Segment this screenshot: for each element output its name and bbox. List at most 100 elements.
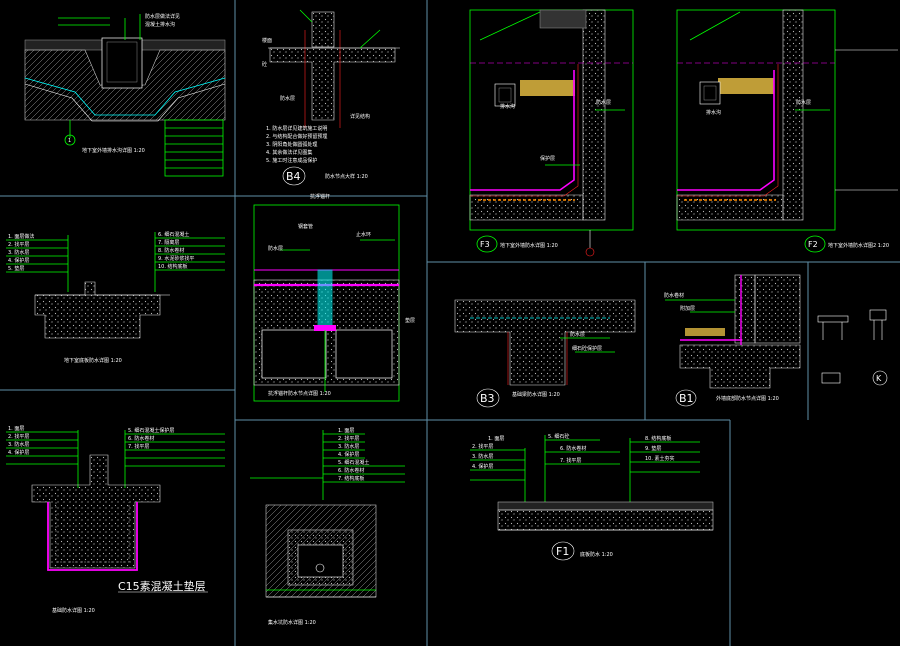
svg-text:抗浮锚杆防水节点详图 1:20: 抗浮锚杆防水节点详图 1:20 (268, 390, 331, 397)
svg-text:地下室底板防水详图 1:20: 地下室底板防水详图 1:20 (64, 357, 122, 364)
svg-text:1. 防水层详见建筑施工说明: 1. 防水层详见建筑施工说明 (266, 125, 327, 132)
svg-text:9. 垫层: 9. 垫层 (645, 445, 661, 452)
detail-sump-pit: 1. 面层 2. 找平层 3. 防水层 4. 保护层 5. 细石混凝土 6. 防… (250, 428, 405, 626)
detail-1-spec-table (164, 119, 224, 177)
detail-b3-marker-circle (476, 388, 500, 408)
svg-text:防水卷材: 防水卷材 (664, 292, 684, 299)
detail-pile-cap-section: 抗浮锚杆 钢套管 止水环 防水层 垫层 抗浮锚杆防水节点详图 1:20 (253, 193, 415, 402)
svg-text:7. 找平层: 7. 找平层 (128, 443, 149, 450)
svg-text:10. 结构底板: 10. 结构底板 (158, 263, 188, 270)
svg-text:4. 保护层: 4. 保护层 (8, 257, 29, 264)
svg-text:抗浮锚杆: 抗浮锚杆 (310, 193, 330, 200)
svg-text:防水层: 防水层 (280, 95, 295, 102)
svg-text:5. 细石砼: 5. 细石砼 (548, 433, 569, 440)
svg-text:3. 防水层: 3. 防水层 (338, 443, 359, 450)
svg-text:2. 找平层: 2. 找平层 (8, 241, 29, 248)
detail-f1-floor-slab: 1. 面层 2. 找平层 3. 防水层 4. 保护层 5. 细石砼 6. 防水卷… (470, 433, 714, 561)
svg-text:6. 防水卷材: 6. 防水卷材 (338, 467, 364, 474)
svg-text:垫层: 垫层 (405, 317, 415, 324)
svg-text:地下室外墙防水详图2 1:20: 地下室外墙防水详图2 1:20 (828, 242, 889, 249)
svg-text:排水沟: 排水沟 (500, 103, 515, 110)
detail-f2-marker: F2 (808, 240, 818, 249)
detail-1-trench-section: 防水层做法详见 混凝土排水沟 1 地下室外墙排水沟详图 1:20 (24, 13, 226, 177)
detail-b4-marker: B4 (286, 170, 301, 183)
detail-f3-marker-circle (476, 235, 498, 253)
detail-f3-marker: F3 (480, 240, 490, 249)
svg-text:9. 水泥砂浆找平: 9. 水泥砂浆找平 (158, 255, 194, 262)
svg-text:3. 防水层: 3. 防水层 (8, 249, 29, 256)
svg-text:外墙底部防水节点详图 1:20: 外墙底部防水节点详图 1:20 (716, 395, 779, 402)
svg-text:7. 隔离层: 7. 隔离层 (158, 239, 179, 246)
detail-b1-marker-circle (675, 389, 697, 407)
svg-text:2. 找平层: 2. 找平层 (338, 435, 359, 442)
svg-text:3. 防水层: 3. 防水层 (8, 441, 29, 448)
svg-text:混凝土排水沟: 混凝土排水沟 (145, 21, 175, 28)
detail-f1-marker-circle (551, 541, 575, 561)
svg-text:4. 保护层: 4. 保护层 (472, 463, 493, 470)
svg-text:防水层: 防水层 (268, 245, 283, 252)
detail-b1-wall-base: 防水卷材 附加层 B1 外墙底部防水节点详图 1:20 (664, 274, 801, 407)
detail-1-marker: 1 (68, 138, 71, 144)
svg-text:防水节点大样 1:20: 防水节点大样 1:20 (325, 173, 368, 180)
f1-leaders: 1. 面层 2. 找平层 3. 防水层 4. 保护层 5. 细石砼 6. 防水卷… (470, 433, 700, 481)
svg-text:1. 面层: 1. 面层 (488, 436, 504, 442)
svg-text:6. 防水卷材: 6. 防水卷材 (128, 435, 154, 442)
foundation-a-leaders-left: 1. 面层做法 2. 找平层 3. 防水层 4. 保护层 5. 垫层 (6, 233, 68, 273)
svg-text:砼: 砼 (262, 61, 267, 68)
svg-text:防水层: 防水层 (570, 331, 585, 338)
svg-text:地下室外墙防水详图 1:20: 地下室外墙防水详图 1:20 (500, 242, 558, 249)
svg-text:5. 施工时注意成品保护: 5. 施工时注意成品保护 (266, 157, 317, 164)
detail-f2-basement-wall: 排水沟 防水层 F2 地下室外墙防水详图2 1:20 (676, 9, 898, 253)
svg-text:5. 垫层: 5. 垫层 (8, 265, 24, 272)
svg-text:附加层: 附加层 (680, 305, 695, 312)
detail-f2-marker-circle (804, 235, 826, 253)
foundation-pier-leaders: 1. 面层 2. 找平层 3. 防水层 4. 保护层 5. 细石混凝土保护层 6… (6, 426, 225, 467)
svg-text:2. 找平层: 2. 找平层 (8, 433, 29, 440)
svg-text:8. 结构底板: 8. 结构底板 (645, 435, 671, 442)
svg-text:2. 与结构配合做好预留预埋: 2. 与结构配合做好预留预埋 (266, 133, 327, 140)
svg-text:3. 阴阳角处做圆弧处理: 3. 阴阳角处做圆弧处理 (266, 141, 317, 148)
svg-text:6. 细石混凝土: 6. 细石混凝土 (158, 231, 189, 238)
foundation-a-leaders-right: 6. 细石混凝土 7. 隔离层 8. 防水卷材 9. 水泥砂浆找平 10. 结构… (155, 231, 225, 271)
sump-pit-leaders: 1. 面层 2. 找平层 3. 防水层 4. 保护层 5. 细石混凝土 6. 防… (250, 428, 405, 483)
svg-text:基础防水详图 1:20: 基础防水详图 1:20 (52, 607, 95, 614)
svg-text:细石砼保护层: 细石砼保护层 (572, 345, 602, 352)
svg-text:7. 结构底板: 7. 结构底板 (338, 475, 364, 482)
svg-text:基础梁防水详图 1:20: 基础梁防水详图 1:20 (512, 391, 560, 398)
detail-f1-marker: F1 (556, 545, 569, 558)
svg-text:2. 找平层: 2. 找平层 (472, 443, 493, 450)
svg-text:防水层做法详见: 防水层做法详见 (145, 13, 180, 20)
svg-text:7. 找平层: 7. 找平层 (560, 457, 581, 464)
svg-text:8. 防水卷材: 8. 防水卷材 (158, 247, 184, 254)
svg-text:详见结构: 详见结构 (350, 113, 370, 120)
svg-text:集水坑防水详图 1:20: 集水坑防水详图 1:20 (268, 619, 316, 626)
detail-foundation-section-a: 1. 面层做法 2. 找平层 3. 防水层 4. 保护层 5. 垫层 6. 细石… (6, 231, 225, 364)
detail-b3-beam-section: 防水层 细石砼保护层 B3 基础梁防水详图 1:20 (454, 299, 636, 408)
svg-text:5. 细石混凝土: 5. 细石混凝土 (338, 459, 369, 466)
svg-text:防水层: 防水层 (596, 99, 611, 106)
detail-k-marker-circle (872, 370, 888, 386)
svg-text:4. 保护层: 4. 保护层 (8, 449, 29, 456)
svg-text:底板防水 1:20: 底板防水 1:20 (580, 551, 613, 558)
detail-f3-basement-wall: 排水沟 防水层 保护层 F3 地下室外墙防水详图 1:20 (469, 9, 634, 257)
svg-text:1. 面层做法: 1. 面层做法 (8, 233, 34, 240)
svg-text:3. 防水层: 3. 防水层 (472, 453, 493, 460)
svg-text:4. 其余做法详见图集: 4. 其余做法详见图集 (266, 149, 312, 156)
svg-text:10. 素土夯实: 10. 素土夯实 (645, 455, 675, 462)
detail-b3-marker: B3 (480, 392, 495, 405)
svg-text:地下室外墙排水沟详图 1:20: 地下室外墙排水沟详图 1:20 (82, 147, 145, 154)
detail-b4-wall-corner: 楼面 砼 防水层 详见结构 1. 防水层详见建筑施工说明 2. 与结构配合做好预… (262, 9, 400, 186)
svg-text:楼面: 楼面 (262, 37, 272, 44)
svg-text:排水沟: 排水沟 (706, 109, 721, 116)
detail-k-marker: K (876, 374, 882, 383)
svg-text:4. 保护层: 4. 保护层 (338, 451, 359, 458)
detail-k-anchor: K (817, 309, 888, 386)
svg-text:保护层: 保护层 (540, 155, 555, 162)
svg-text:6. 防水卷材: 6. 防水卷材 (560, 445, 586, 452)
svg-text:钢套管: 钢套管 (298, 223, 313, 230)
svg-text:1. 面层: 1. 面层 (8, 426, 24, 432)
detail-b4-marker-circle (282, 166, 306, 186)
svg-text:防水层: 防水层 (796, 99, 811, 106)
